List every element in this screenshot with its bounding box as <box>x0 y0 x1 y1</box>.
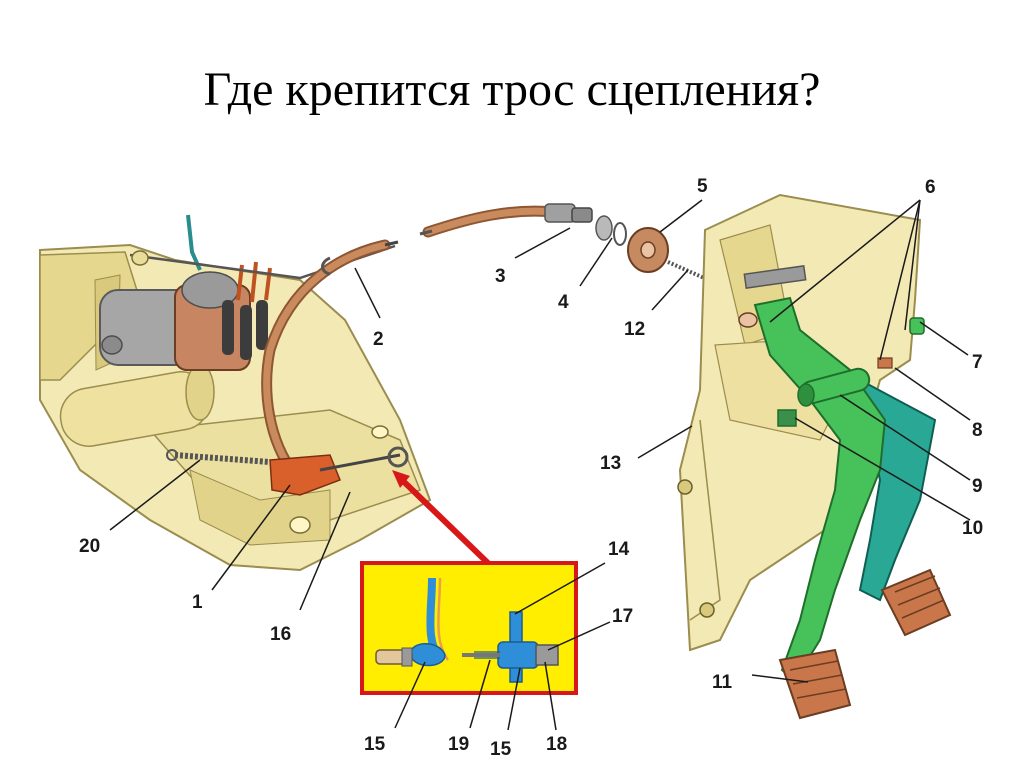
page-title: Где крепится трос сцепления? <box>203 63 821 116</box>
gearbox-housing <box>39 243 432 572</box>
release-fork <box>166 446 409 496</box>
label-19: 19 <box>448 734 469 755</box>
label-1: 1 <box>192 592 203 613</box>
label-20: 20 <box>79 536 100 557</box>
label-12: 12 <box>624 319 645 340</box>
cable-middle-section <box>419 205 561 238</box>
label-18: 18 <box>546 734 567 755</box>
cable-end-fittings <box>544 203 721 287</box>
label-7: 7 <box>972 352 983 373</box>
label-3: 3 <box>495 266 506 287</box>
clutch-pedal <box>738 296 925 720</box>
label-6: 6 <box>925 177 936 198</box>
part-number-labels: 2 3 4 5 12 6 7 8 9 10 13 11 20 1 16 14 1… <box>79 176 983 760</box>
label-13: 13 <box>600 453 621 474</box>
label-17: 17 <box>612 606 633 627</box>
label-8: 8 <box>972 420 983 441</box>
leader-lines <box>109 199 971 731</box>
starter-motor <box>99 261 272 371</box>
clutch-cable-sheath <box>261 239 399 481</box>
label-2: 2 <box>373 329 384 350</box>
label-4: 4 <box>558 292 569 313</box>
label-15-right: 15 <box>490 739 512 760</box>
label-14: 14 <box>608 539 630 560</box>
label-15-left: 15 <box>364 734 386 755</box>
label-16: 16 <box>270 624 291 645</box>
label-9: 9 <box>972 476 983 497</box>
label-11: 11 <box>712 672 733 693</box>
label-5: 5 <box>697 176 708 197</box>
detail-inset <box>360 470 578 695</box>
label-10: 10 <box>962 518 983 539</box>
